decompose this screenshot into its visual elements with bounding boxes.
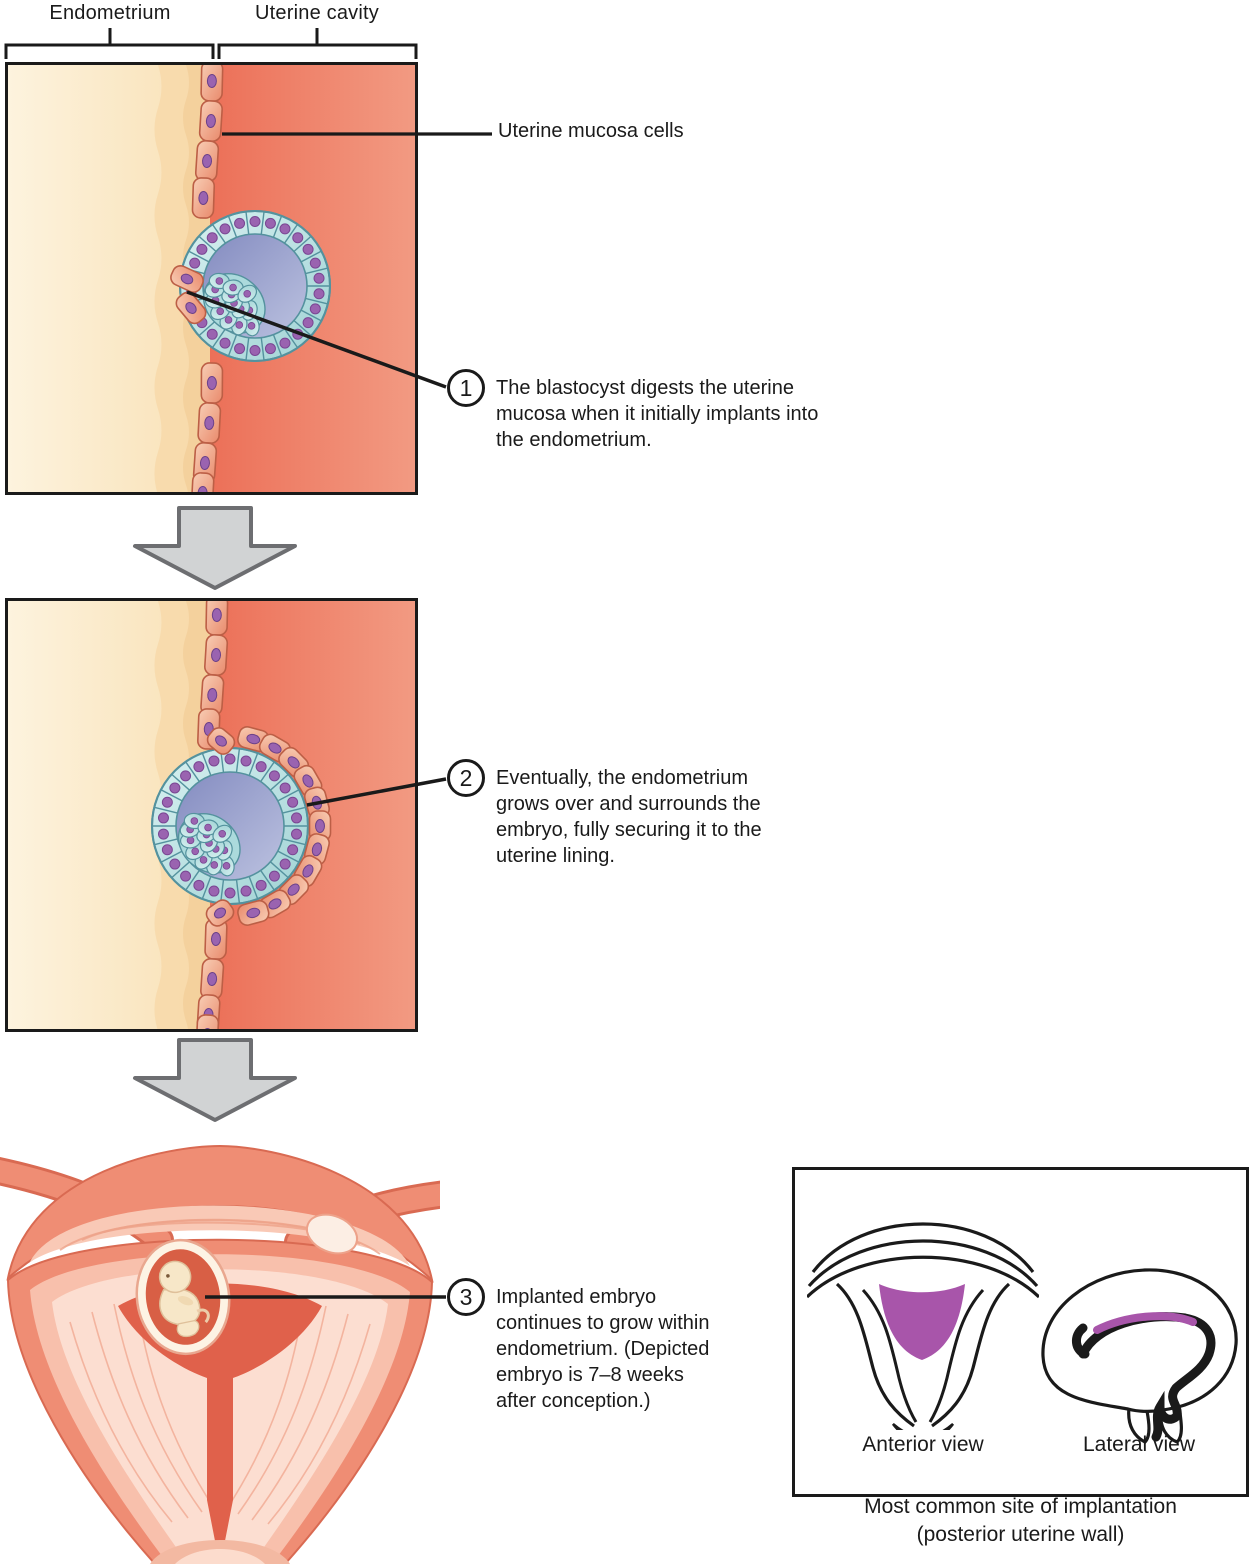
uterine-cavity-label: Uterine cavity	[255, 2, 379, 24]
step-2-text: Eventually, the endometrium grows over a…	[496, 767, 762, 867]
uterine-mucosa-cells-label: Uterine mucosa cells	[498, 120, 684, 142]
blastocyst	[179, 210, 331, 362]
step-3-text: Implanted embryo continues to grow withi…	[496, 1286, 710, 1412]
step-3-number-badge: 3	[447, 1278, 485, 1316]
inset-caption-line1: Most common site of implantation	[864, 1495, 1177, 1518]
implanted-embryo	[135, 1238, 231, 1356]
down-arrow-1	[133, 506, 297, 590]
embryo-surrounded-illustration	[8, 601, 415, 1029]
implantation-site-lateral	[1093, 1312, 1197, 1334]
anterior-view-drawing	[807, 1222, 1039, 1430]
anterior-view-label: Anterior view	[862, 1433, 984, 1456]
inner-cell-mass	[177, 812, 241, 877]
step-1-number-badge: 1	[447, 369, 485, 407]
uterine-mucosa-cell-column	[170, 65, 224, 492]
panel-step2-endometrium-surrounds	[5, 598, 418, 1032]
step-1-text: The blastocyst digests the uterine mucos…	[496, 377, 819, 451]
inset-caption-line2: (posterior uterine wall)	[916, 1523, 1125, 1546]
inset-caption: Most common site of implantation (poster…	[792, 1493, 1249, 1549]
step-2-number-badge: 2	[447, 759, 485, 797]
implantation-site-inset-box: Anterior view Lateral view	[792, 1167, 1249, 1497]
lateral-view-drawing	[1041, 1268, 1238, 1444]
blastocyst	[151, 747, 309, 905]
endometrium-label: Endometrium	[49, 2, 171, 24]
uterus-cross-section-illustration	[0, 1130, 460, 1564]
blastocyst-implantation-illustration	[8, 65, 415, 492]
lateral-view-label: Lateral view	[1082, 1433, 1196, 1456]
down-arrow-2	[133, 1038, 297, 1122]
uterus-with-embryo	[0, 1144, 460, 1564]
implantation-site-anterior	[879, 1284, 965, 1360]
bracket-lines	[4, 28, 418, 59]
panel-step1-blastocyst-implanting	[5, 62, 418, 495]
